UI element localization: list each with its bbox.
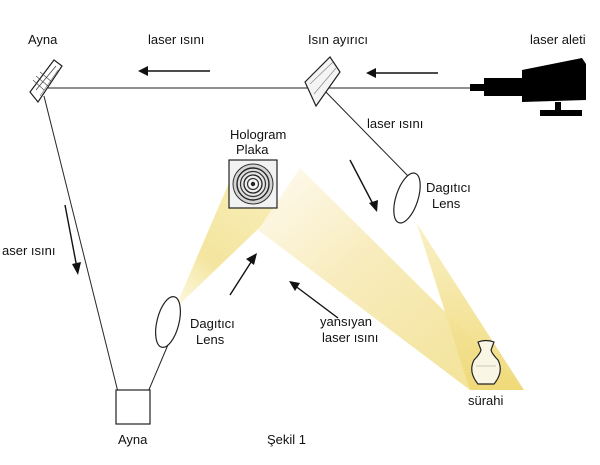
label-laser-isini-left: aser ısını bbox=[2, 243, 55, 258]
label-ayna-top: Ayna bbox=[28, 32, 58, 47]
ray-mirror-to-bottom bbox=[43, 95, 119, 393]
object-beam-right bbox=[408, 196, 524, 390]
label-yansiyan-laser-isini: laser ısını bbox=[322, 330, 378, 345]
arrow-reflected-up bbox=[289, 281, 339, 319]
ray-bottom-to-lens bbox=[147, 339, 171, 393]
label-surahi: sürahi bbox=[468, 393, 504, 408]
hologram-plate bbox=[228, 159, 278, 209]
mirror-top bbox=[29, 59, 63, 104]
arrow-top-left bbox=[138, 66, 210, 76]
diverging-lens-left bbox=[155, 296, 181, 348]
label-dagitici-right: Dagıtıcı bbox=[426, 180, 471, 195]
arrow-right-diagonal bbox=[349, 159, 378, 212]
arrow-left-down bbox=[64, 204, 81, 275]
arrow-top-right bbox=[366, 68, 438, 78]
beam-splitter bbox=[304, 56, 341, 108]
label-laser-aleti: laser aleti bbox=[530, 32, 586, 47]
arrow-left-lens-up bbox=[229, 253, 257, 296]
label-hologram: Hologram bbox=[230, 127, 286, 142]
mirror-bottom bbox=[115, 389, 151, 425]
vase bbox=[471, 339, 501, 385]
label-yansiyan: yansıyan bbox=[320, 314, 372, 329]
label-lens-right: Lens bbox=[432, 196, 461, 211]
label-laser-isini-right: laser ısını bbox=[367, 116, 423, 131]
diverging-lens-right bbox=[393, 172, 421, 224]
laser-device bbox=[470, 58, 586, 116]
ray-splitter-to-lens bbox=[321, 87, 411, 179]
label-plaka: Plaka bbox=[236, 142, 269, 157]
label-isin-ayirici: Isın ayırıcı bbox=[308, 32, 368, 47]
label-laser-isini-top: laser ısını bbox=[148, 32, 204, 47]
figure-caption: Şekil 1 bbox=[267, 432, 306, 447]
object-beam-left bbox=[164, 170, 280, 334]
label-ayna-bottom: Ayna bbox=[118, 432, 148, 447]
label-lens-left: Lens bbox=[196, 332, 225, 347]
label-dagitici-left: Dagıtıcı bbox=[190, 316, 235, 331]
